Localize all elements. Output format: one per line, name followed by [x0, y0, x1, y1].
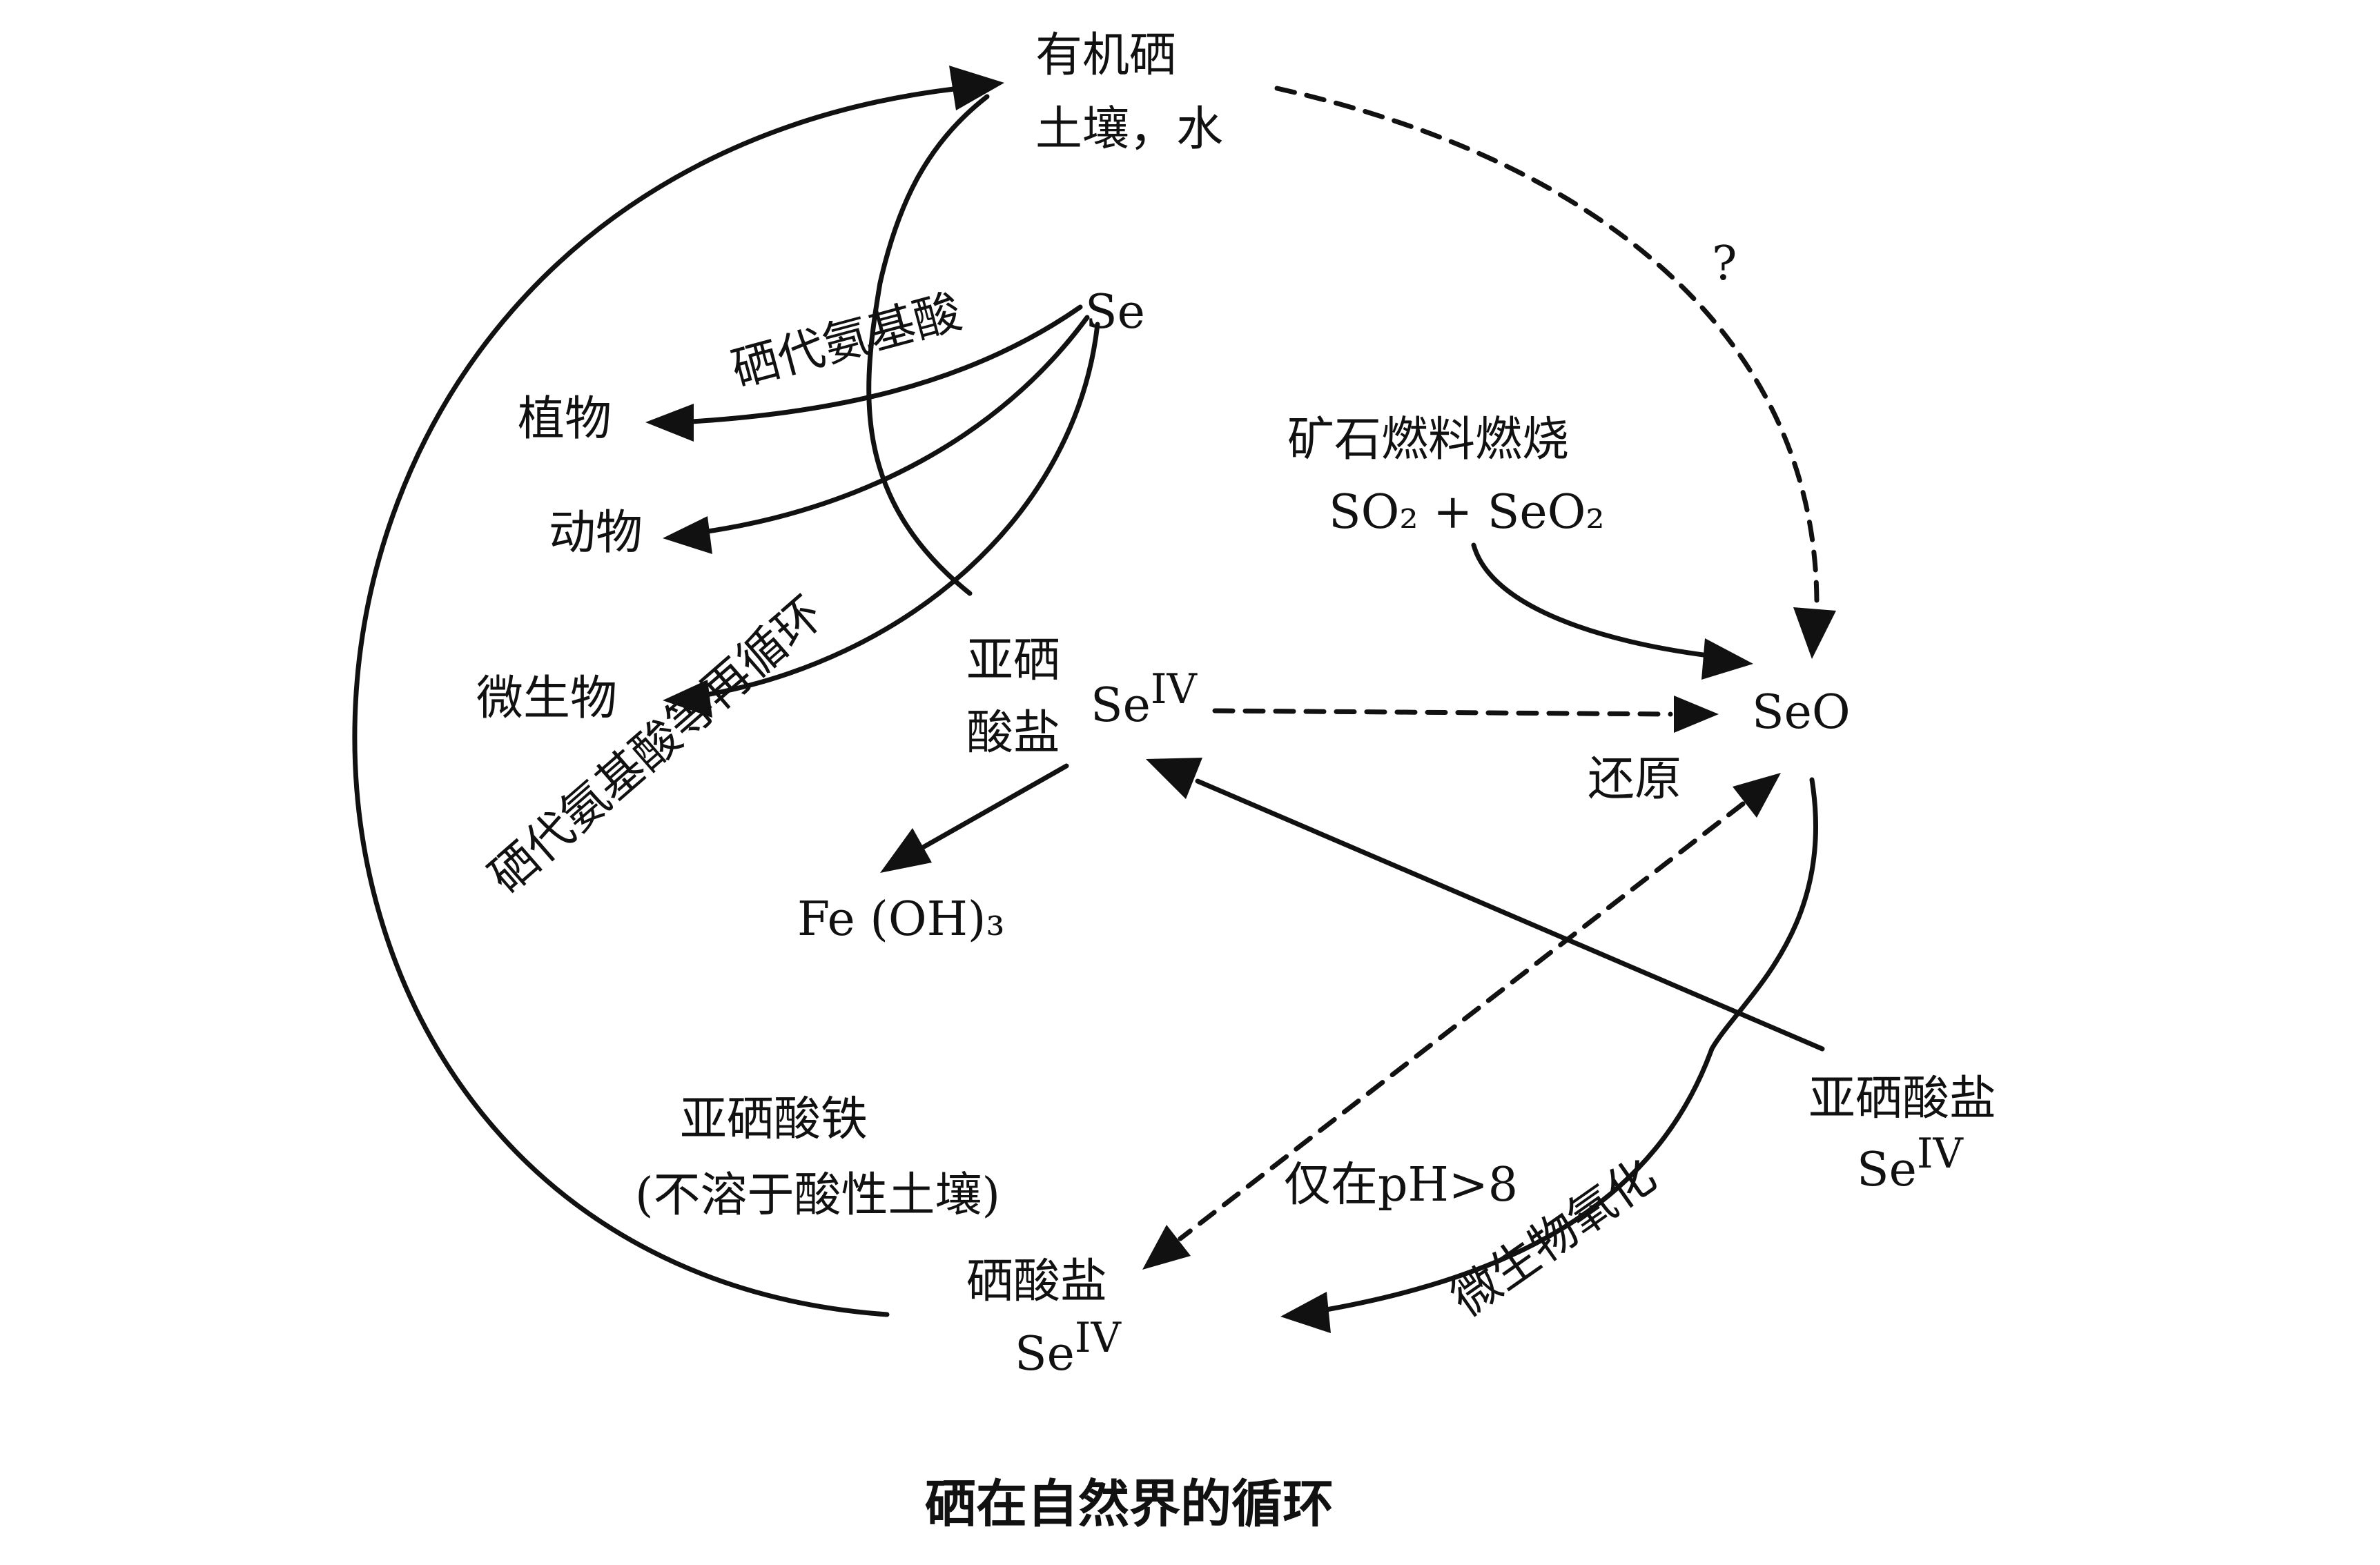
se-to-animals-arrow [691, 315, 1090, 536]
se-to-plants-arrow [677, 304, 1083, 425]
arrowhead-to-organic-se [949, 66, 1004, 110]
so2-to-seo-arrow [1471, 542, 1711, 658]
se-label: Se [1085, 285, 1145, 339]
insoluble-label: (不溶于酸性土壤) [635, 1168, 1000, 1223]
selenite-to-organic-se-curve [866, 94, 990, 596]
selenate-label: 硒酸盐 [966, 1254, 1107, 1309]
arrowhead-to-selenite-center [1146, 758, 1202, 799]
arrowhead-selenite-to-seo [1674, 696, 1719, 733]
plants-label: 植物 [518, 392, 612, 446]
microbes-label: 微生物 [476, 671, 617, 726]
seo-label: SeO [1752, 685, 1851, 740]
selenite-right-formula: SeIV [1857, 1130, 1964, 1197]
organic-se-to-seo-dashed [1274, 86, 1820, 644]
selenite-right-to-center-arrow [1195, 778, 1825, 1052]
arrowhead-to-feoh3 [880, 828, 932, 873]
arrowhead-to-plants [645, 404, 694, 442]
arrowhead-to-seo-top [1793, 607, 1836, 659]
question-mark-label: ? [1712, 237, 1737, 291]
only-ph-label: 仅在pH>8 [1284, 1158, 1518, 1212]
selenate-formula: SeIV [1015, 1314, 1122, 1381]
reduction-label: 还原 [1588, 752, 1681, 807]
arrowhead-so2-to-seo [1701, 638, 1753, 680]
selenite-to-feoh3-arrow [915, 763, 1069, 853]
arrowhead-to-microbes [663, 680, 712, 718]
arrowhead-to-seo-bottom [1733, 773, 1781, 818]
recycle-label: 硒代氨基酸等再循环 [479, 587, 834, 905]
arrowhead-to-selenate-dashed [1142, 1225, 1191, 1270]
organic-se-label: 有机硒 [1035, 28, 1176, 83]
arrowhead-to-animals [663, 516, 712, 554]
soil-water-label: 土壤，水 [1035, 102, 1223, 157]
iron-selenite-label: 亚硒酸铁 [680, 1092, 868, 1147]
feoh3-label: Fe (OH)₃ [797, 892, 1005, 947]
seo-selenate-dashed [1178, 801, 1746, 1241]
seo-to-selenate-oxidation-arc [1316, 777, 1818, 1314]
ore-burning-label: 矿石燃料燃烧 [1287, 413, 1569, 467]
selenite-center-formula: SeIV [1091, 665, 1198, 733]
outer-cycle-arc [352, 86, 962, 1317]
selenite-center-line1: 亚硒 [966, 633, 1060, 688]
se-to-microbes-arrow [691, 322, 1100, 700]
figure-caption: 硒在自然界的循环 [925, 1475, 1334, 1534]
animals-label: 动物 [549, 506, 643, 560]
arrowhead-to-selenate [1280, 1292, 1331, 1333]
so2-seo2-label: SO₂ + SeO₂ [1329, 485, 1605, 540]
selenite-center-line2: 酸盐 [966, 706, 1060, 760]
selenite-right-label: 亚硒酸盐 [1808, 1072, 1996, 1126]
selenite-to-seo-dashed [1212, 708, 1673, 717]
